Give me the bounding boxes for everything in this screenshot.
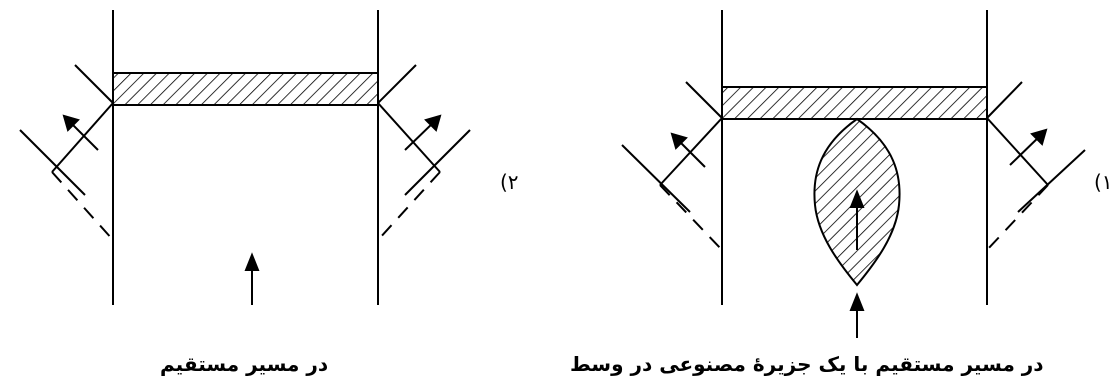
diag-left-far [19,129,86,196]
diag-right-main [986,117,1049,186]
figure-number-left: (۲ [500,170,519,194]
figure-right [621,10,1086,338]
diag-right-far [1017,149,1086,213]
caption-right: در مسیر مستقیم با یک جزیرهٔ مصنوعی در وس… [570,352,1044,376]
diag-left-dashed [659,184,723,251]
diag-right-dashed [377,171,441,241]
crosswalk-bar [112,72,379,106]
diag-right-far [404,129,471,196]
arrow-right-head [1030,128,1048,146]
arrow-bottom-head [849,292,865,311]
arrow-left-head [670,132,688,150]
diag-left-main [659,117,723,186]
diag-left-dashed [51,171,114,241]
figure-number-right: (۱ [1094,170,1113,194]
diag-right-outer [377,64,417,104]
caption-left: در مسیر مستقیم [160,352,329,376]
diag-right-dashed [986,184,1049,251]
arrow-bottom-head [244,252,260,271]
diag-right-main [377,102,441,173]
arrow-right-head [424,114,442,132]
crosswalk-bar [721,86,988,120]
arrow-left-head [62,114,80,132]
diag-left-outer [74,64,114,104]
diag-left-far [621,144,691,213]
island-arrow-head [849,189,865,208]
figure-left [19,10,471,305]
diag-left-main [51,102,114,173]
diag-right-outer [986,81,1023,119]
diag-left-outer [685,81,723,119]
